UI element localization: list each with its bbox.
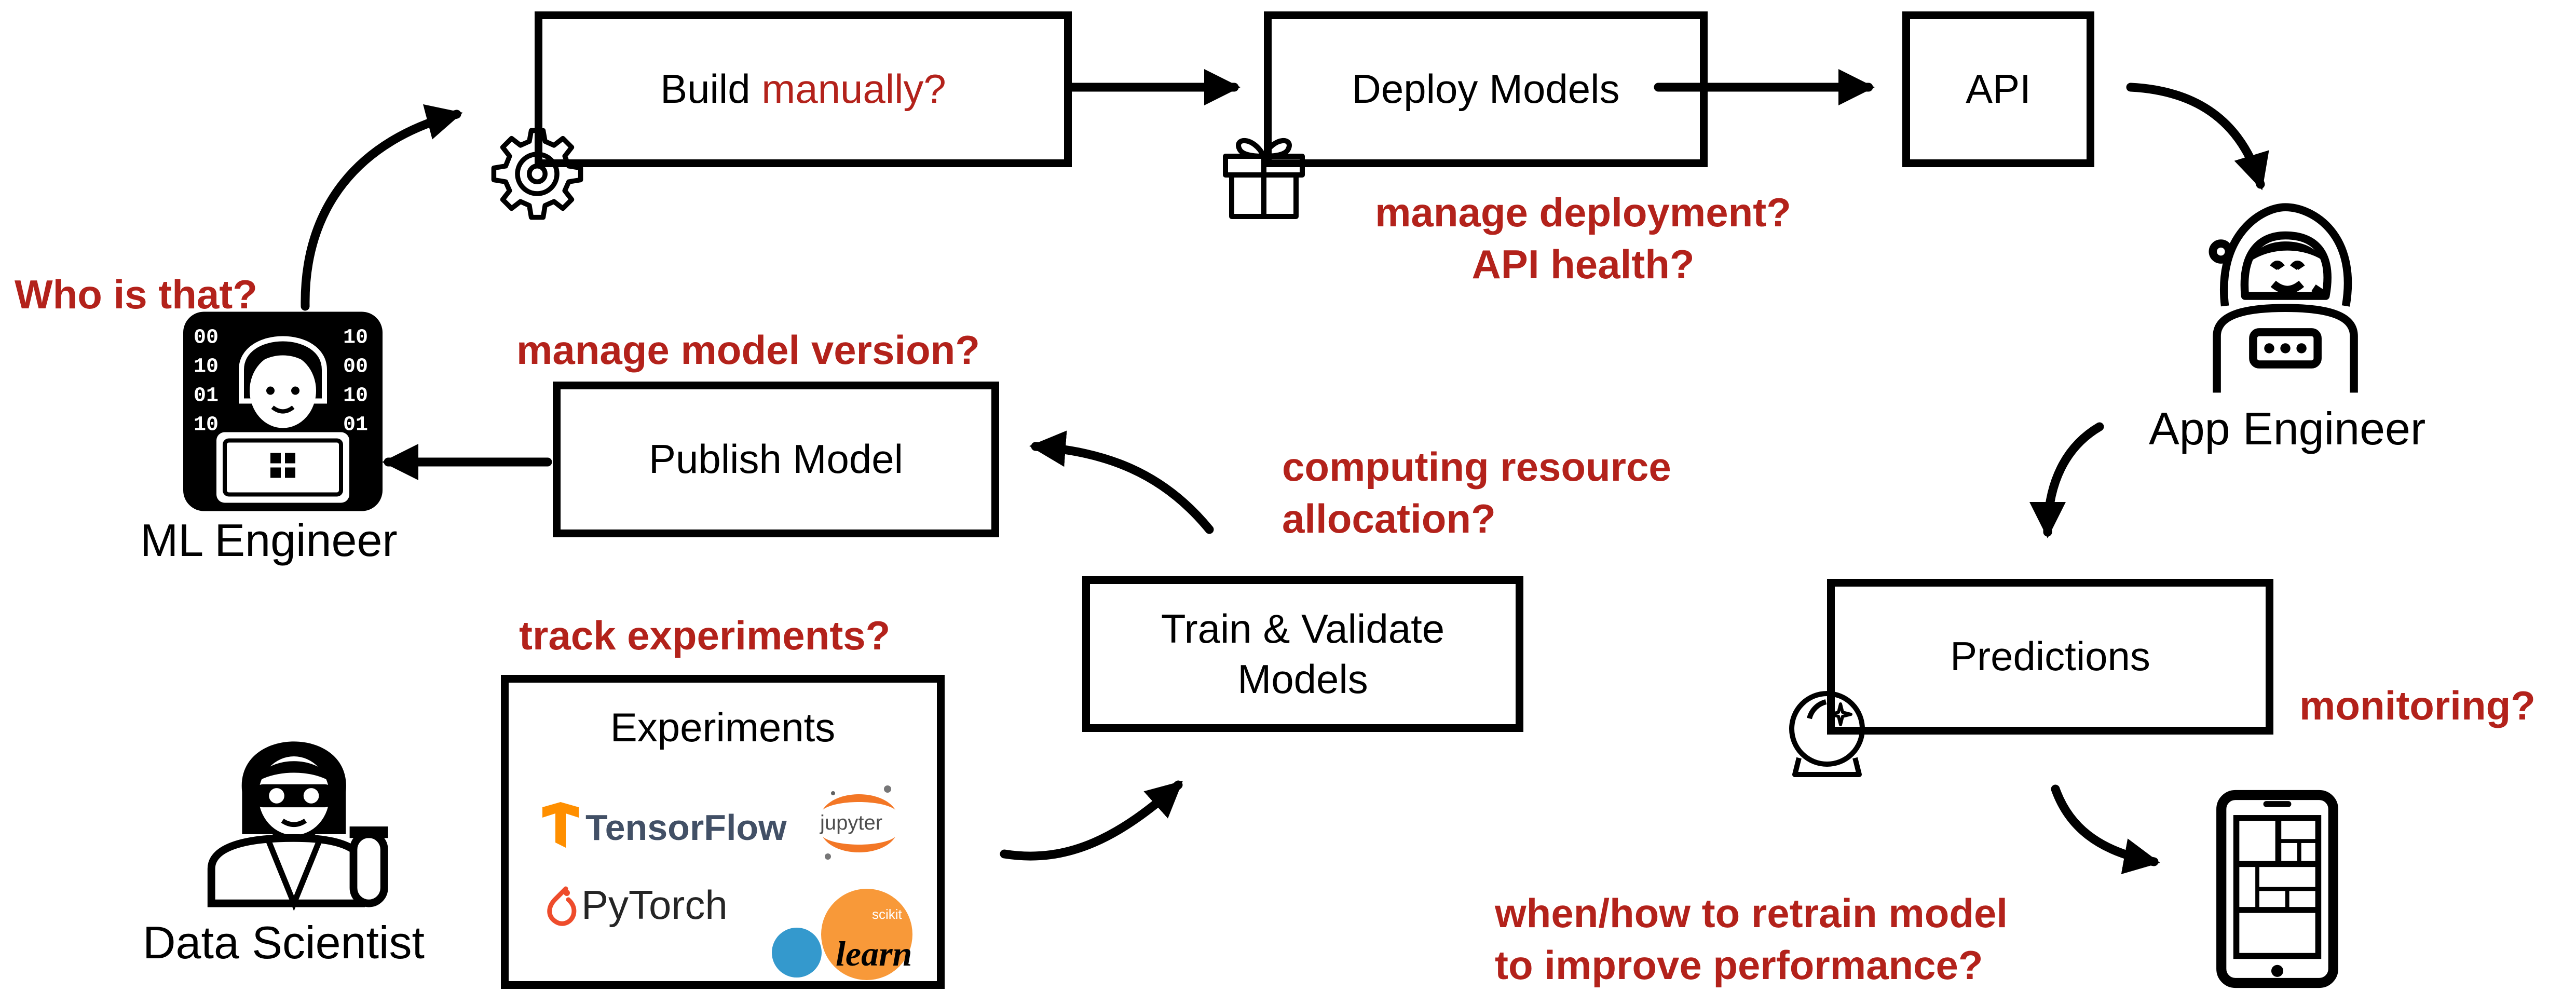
app-engineer-label: App Engineer <box>2149 403 2426 454</box>
data-scientist-label: Data Scientist <box>143 917 425 968</box>
svg-text:00: 00 <box>194 327 219 350</box>
api-label: API <box>1966 66 2031 112</box>
svg-text:01: 01 <box>194 385 219 408</box>
model-version-question: manage model version? <box>516 327 980 373</box>
retrain-question-line2: to improve performance? <box>1495 942 1983 988</box>
retrain-question-line1: when/how to retrain model <box>1495 890 2008 936</box>
tensorflow-label: TensorFlow <box>585 807 787 848</box>
build-box: Build manually? <box>535 11 1072 167</box>
pytorch-logo-icon <box>547 886 577 926</box>
computing-question-line1: computing resource <box>1282 444 1671 490</box>
api-box: API <box>1902 11 2094 167</box>
arrow-app-engineer-to-predictions <box>2029 422 2104 538</box>
tablet-icon <box>2216 790 2338 988</box>
deploy-label: Deploy Models <box>1352 66 1620 112</box>
who-question: Who is that? <box>15 271 257 317</box>
track-experiments-question: track experiments? <box>519 613 891 658</box>
scientist-avatar-icon <box>207 741 388 911</box>
astronaut-avatar-icon <box>2209 203 2358 393</box>
deployment-question-line1: manage deployment? <box>1375 189 1791 235</box>
deployment-question: manage deployment? API health? <box>1329 187 1837 291</box>
deployment-question-line2: API health? <box>1471 241 1695 287</box>
svg-text:01: 01 <box>343 414 368 437</box>
monitoring-question: monitoring? <box>2299 683 2536 728</box>
arrow-api-to-app-engineer <box>2126 83 2269 191</box>
sklearn-label: learn <box>836 934 912 973</box>
sklearn-small-label: scikit <box>872 906 902 922</box>
svg-text:10: 10 <box>194 356 219 379</box>
svg-text:10: 10 <box>194 414 219 437</box>
experiments-title: Experiments <box>610 704 836 750</box>
deploy-box: Deploy Models <box>1264 11 1708 167</box>
predictions-label: Predictions <box>1950 633 2150 680</box>
tensorflow-logo-icon <box>542 802 579 848</box>
svg-text:10: 10 <box>343 385 368 408</box>
train-label-line2: Models <box>1237 656 1368 702</box>
experiments-box: Experiments TensorFlow jupyter PyTorch s… <box>501 675 945 989</box>
svg-text:10: 10 <box>343 327 368 350</box>
ml-engineer-label: ML Engineer <box>140 514 398 566</box>
ml-engineer-avatar-icon: 00 10 01 10 10 00 10 01 <box>183 311 383 511</box>
publish-label: Publish Model <box>649 436 903 482</box>
arrow-experiments-to-train <box>1000 780 1183 861</box>
gift-icon <box>1223 138 1305 219</box>
build-highlight: manually? <box>761 66 946 112</box>
gear-icon <box>491 128 583 220</box>
crystal-ball-icon <box>1789 691 1865 777</box>
computing-question-line2: allocation? <box>1282 495 1496 541</box>
arrow-train-to-publish <box>1029 430 1214 534</box>
build-label: Build <box>660 66 751 112</box>
arrow-ml-engineer-to-build <box>301 104 463 311</box>
jupyter-label: jupyter <box>820 811 883 834</box>
retrain-question: when/how to retrain model to improve per… <box>1495 888 2008 991</box>
svg-text:00: 00 <box>343 356 368 379</box>
jupyter-logo-icon <box>823 785 895 860</box>
computing-resource-question: computing resource allocation? <box>1282 441 1671 545</box>
train-label-line1: Train & Validate <box>1161 605 1445 651</box>
sklearn-logo-icon <box>772 889 912 980</box>
arrow-predictions-to-tablet <box>2051 784 2160 875</box>
publish-box: Publish Model <box>553 382 999 537</box>
pytorch-label: PyTorch <box>581 882 728 928</box>
predictions-box: Predictions <box>1827 579 2273 735</box>
